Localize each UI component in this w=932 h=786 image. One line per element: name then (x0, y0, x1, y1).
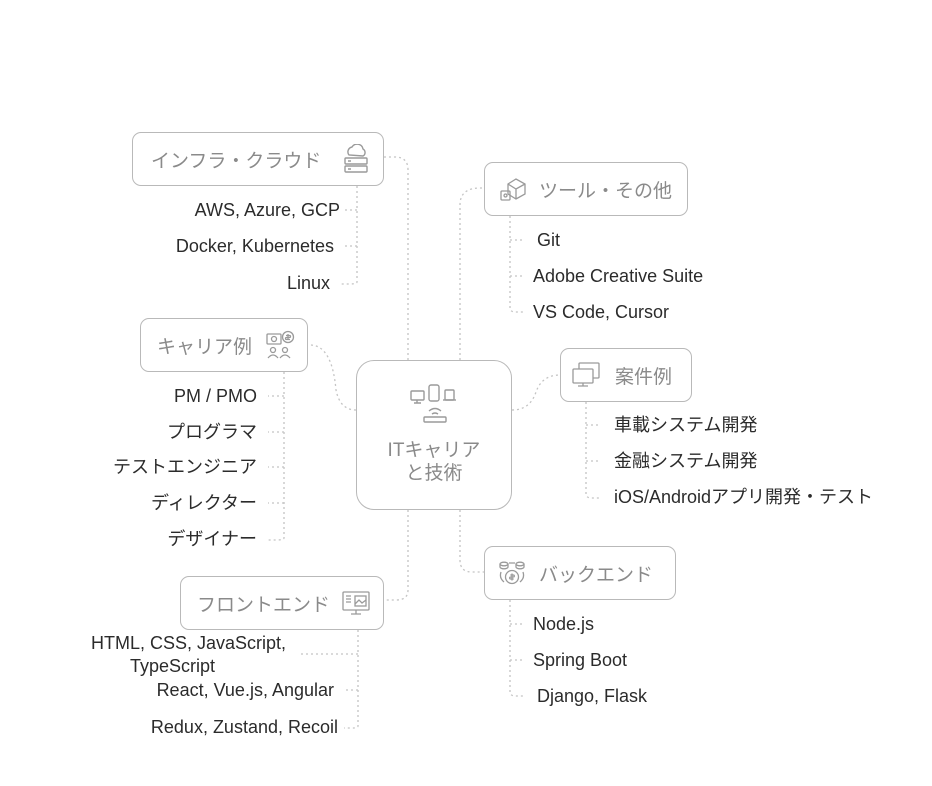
cases-item-3: iOS/Androidアプリ開発・テスト (614, 487, 874, 507)
frontend-item-3: React, Vue.js, Angular (156, 680, 334, 700)
branch-backend-label: バックエンド (539, 564, 654, 586)
tools-item-2: Adobe Creative Suite (533, 266, 704, 286)
career-item-3: テストエンジニア (113, 457, 257, 477)
frontend-item-4: Redux, Zustand, Recoil (150, 717, 338, 737)
branch-tools-label: ツール・その他 (539, 180, 673, 202)
branch-frontend-label: フロントエンド (197, 594, 331, 616)
branch-infra-cloud-label: インフラ・クラウド (151, 150, 322, 172)
central-topic-line2: と技術 (405, 463, 463, 484)
branch-career-label: キャリア例 (157, 336, 253, 358)
branch-frontend: フロントエンド (180, 576, 384, 630)
backend-item-2: Spring Boot (533, 650, 628, 670)
people-money-icon (266, 330, 295, 359)
branch-backend: バックエンド (484, 546, 676, 600)
branch-cases-label: 案件例 (615, 366, 673, 388)
branch-tools-other: ツール・その他 (484, 162, 688, 216)
infra-item-3: Linux (286, 273, 330, 293)
career-item-4: ディレクター (150, 493, 257, 513)
monitor-image-icon (342, 591, 370, 615)
tools-item-1: Git (537, 230, 561, 250)
coins-cycle-icon (499, 561, 525, 585)
central-topic-line1: ITキャリア (387, 440, 481, 461)
frontend-item-2: TypeScript (130, 656, 216, 676)
screens-icon (572, 362, 600, 387)
branch-case-examples: 案件例 (560, 348, 692, 402)
career-item-2: プログラマ (167, 422, 257, 442)
infra-item-2: Docker, Kubernetes (175, 236, 334, 256)
devices-network-icon (410, 384, 456, 423)
frontend-item-1: HTML, CSS, JavaScript, (90, 633, 286, 653)
infra-item-1: AWS, Azure, GCP (194, 200, 340, 220)
backend-item-1: Node.js (533, 614, 595, 634)
cases-item-2: 金融システム開発 (614, 451, 758, 471)
tools-item-3: VS Code, Cursor (533, 302, 670, 322)
branch-infra-cloud: インフラ・クラウド (132, 132, 384, 186)
central-topic-node: ITキャリア と技術 (356, 360, 512, 510)
cloud-server-icon (344, 144, 368, 173)
boxes-icon (500, 178, 526, 201)
career-item-1: PM / PMO (173, 386, 257, 406)
backend-item-3: Django, Flask (537, 686, 648, 706)
cases-item-1: 車載システム開発 (614, 415, 758, 435)
career-item-5: デザイナー (167, 529, 257, 549)
branch-career-examples: キャリア例 (140, 318, 308, 372)
